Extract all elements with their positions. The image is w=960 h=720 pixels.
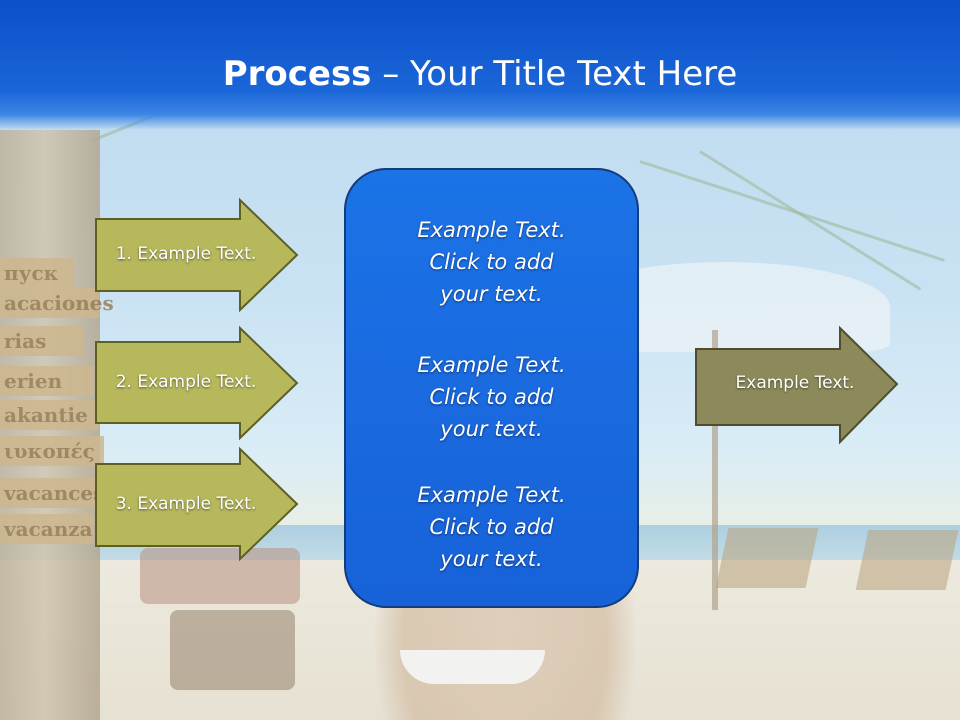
process-arrow-3[interactable]: 3. Example Text.: [95, 446, 300, 562]
arrow-shape: [95, 446, 299, 562]
arrow-label: 3. Example Text.: [115, 494, 257, 514]
direction-sign: acaciones: [0, 288, 114, 318]
text-line: Click to add: [429, 515, 554, 539]
travel-bag: [140, 548, 300, 604]
direction-sign: akantie: [0, 400, 99, 430]
direction-sign: ιυκοπές: [0, 436, 104, 466]
arrow-shape: [95, 197, 299, 313]
direction-sign: vacanza: [0, 514, 94, 544]
swimsuit: [400, 650, 545, 684]
arrow-label: 2. Example Text.: [115, 372, 257, 392]
process-arrow-1[interactable]: 1. Example Text.: [95, 197, 300, 313]
arrow-shape: [695, 325, 899, 445]
text-block-1[interactable]: Example Text. Click to add your text.: [346, 214, 637, 310]
arrow-shape: [95, 325, 299, 441]
direction-sign: пуск: [0, 258, 74, 288]
title-bold: Process: [222, 54, 372, 94]
text-line: your text.: [440, 417, 543, 441]
text-line: your text.: [440, 547, 543, 571]
arrow-label: Example Text.: [735, 373, 855, 393]
umbrella-pole: [712, 330, 718, 610]
text-line: your text.: [440, 282, 543, 306]
text-line: Example Text.: [417, 353, 566, 377]
title-bar: [0, 0, 960, 130]
text-block-2[interactable]: Example Text. Click to add your text.: [346, 349, 637, 445]
arrow-label: 1. Example Text.: [115, 244, 257, 264]
center-text-box[interactable]: Example Text. Click to add your text. Ex…: [344, 168, 639, 608]
text-line: Click to add: [429, 250, 554, 274]
text-line: Example Text.: [417, 483, 566, 507]
suitcase: [170, 610, 295, 690]
text-line: Click to add: [429, 385, 554, 409]
direction-sign: rias: [0, 326, 84, 356]
result-arrow[interactable]: Example Text.: [695, 325, 900, 445]
process-arrow-2[interactable]: 2. Example Text.: [95, 325, 300, 441]
text-line: Example Text.: [417, 218, 566, 242]
text-block-3[interactable]: Example Text. Click to add your text.: [346, 479, 637, 575]
direction-sign: vacances: [0, 478, 104, 508]
title-rest: – Your Title Text Here: [371, 54, 738, 94]
slide-title[interactable]: Process – Your Title Text Here: [0, 52, 960, 96]
direction-sign: erien: [0, 366, 94, 396]
beach-chair: [855, 530, 959, 590]
beach-chair: [715, 528, 819, 588]
